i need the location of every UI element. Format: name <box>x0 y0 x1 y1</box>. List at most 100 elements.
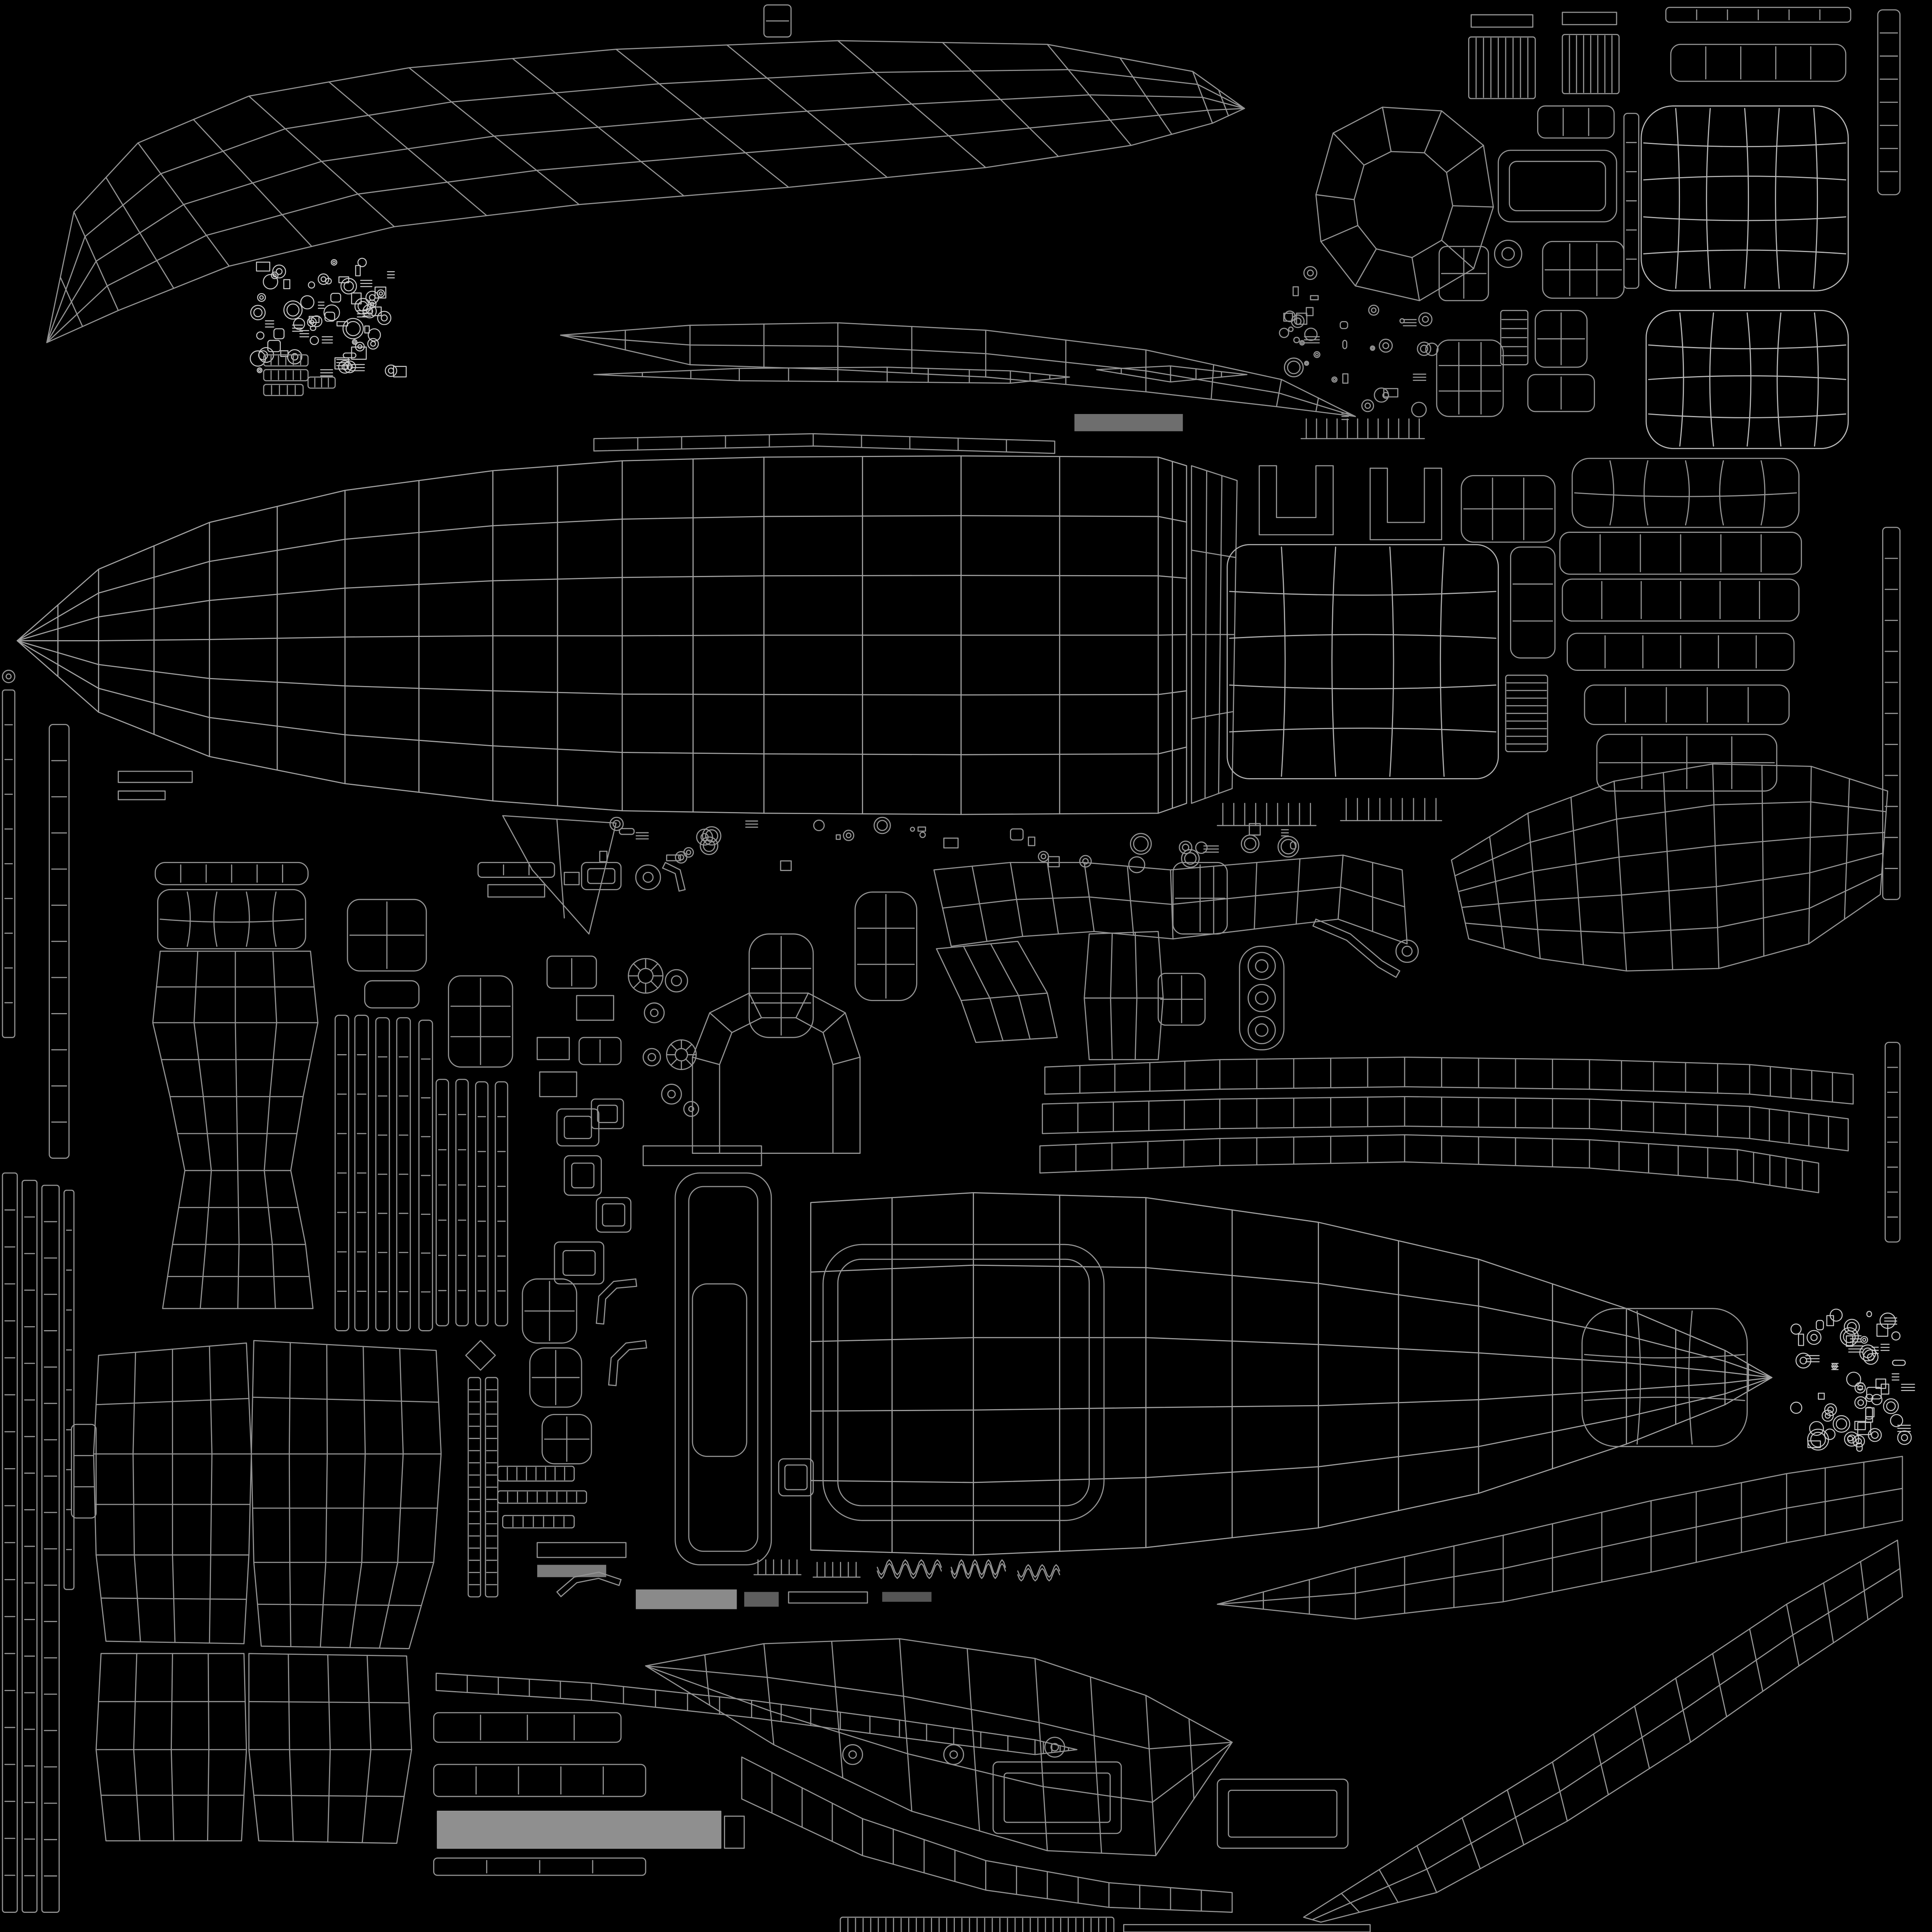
edge-strip-1 <box>2 689 16 1038</box>
fold-strip-2 <box>1561 34 1620 95</box>
comb-b1 <box>753 1559 802 1575</box>
gray-c2 <box>744 1592 779 1607</box>
mini-rib-1 <box>497 1465 575 1482</box>
mini-rib-2 <box>497 1490 587 1504</box>
ubracket-1 <box>1258 465 1334 536</box>
rings-plate <box>1239 946 1285 1051</box>
pad-364 <box>448 975 513 1068</box>
strip-b1-3 <box>375 1017 390 1331</box>
sm-436 <box>536 1037 570 1061</box>
dsq-5 <box>554 1241 605 1285</box>
lm-sm-2 <box>487 884 545 898</box>
ribbed-1218 <box>1500 310 1529 365</box>
hardware-cluster-tl <box>250 258 407 378</box>
strip-r4 <box>1584 684 1790 725</box>
blade-br-1 <box>1216 1456 1903 1620</box>
bl-sm <box>724 1816 745 1849</box>
gear-7 <box>683 1101 700 1117</box>
comb-b2 <box>812 1561 861 1578</box>
hook-tube <box>662 862 686 892</box>
bar-outline <box>536 1542 627 1558</box>
side-hull-2 <box>741 1756 1233 1913</box>
console-panel <box>1498 150 1617 223</box>
console-comb <box>1300 418 1425 440</box>
strip-r2 <box>1561 578 1800 622</box>
dsq-3 <box>564 1155 602 1196</box>
tiny-row <box>745 816 1299 873</box>
hose-2 <box>608 1340 647 1386</box>
porthole-2 <box>943 1744 964 1765</box>
deck-hull <box>16 455 1187 815</box>
mini-rib-3 <box>502 1515 575 1529</box>
pad-1168 <box>1438 246 1489 302</box>
panel-bl2-left <box>95 1653 247 1841</box>
strip-b2-2 <box>455 1078 469 1327</box>
bent-tube <box>1312 919 1400 978</box>
panel-bl2-right <box>248 1653 412 1844</box>
tank-top <box>157 889 306 950</box>
edge-strip-6 <box>63 1189 75 1590</box>
hardware-cluster-right <box>1790 1309 1915 1452</box>
gear-4 <box>666 1039 697 1070</box>
seat-back-grid <box>1640 105 1849 292</box>
hatch-octagon <box>1315 106 1494 302</box>
arch-part <box>692 992 861 1154</box>
line-bottom <box>1123 1924 1371 1932</box>
spray-rail-2 <box>1096 365 1248 383</box>
edge-strip-4 <box>22 1180 38 1913</box>
sm-444 <box>546 955 597 989</box>
ws-side-sm <box>778 1458 814 1496</box>
gear-5 <box>643 1048 661 1067</box>
transom <box>1191 465 1238 804</box>
small-pad-1 <box>1542 241 1625 299</box>
ring-b <box>1248 984 1276 1012</box>
edge-strip-5 <box>41 1185 60 1913</box>
vent-strip <box>154 862 309 885</box>
bl-bar-outline <box>437 1810 722 1849</box>
cockpit-inner <box>822 1244 1105 1521</box>
gray-bar-top <box>1074 414 1183 432</box>
fold-strip-1 <box>1468 36 1536 99</box>
tl-rib-4 <box>307 376 336 389</box>
gray-dash <box>882 1592 932 1602</box>
seatback-side-strip <box>1623 112 1640 289</box>
ring-a <box>1248 952 1276 980</box>
gunwale-3 <box>1039 1134 1820 1193</box>
tl-rib-3 <box>263 384 304 396</box>
gear-1 <box>628 958 664 994</box>
squig-1 <box>877 1559 942 1579</box>
lm-sm-3 <box>581 862 622 890</box>
bundle-top-sm <box>364 980 420 1009</box>
hose-3 <box>556 1571 622 1597</box>
tl-rib-1 <box>263 354 309 367</box>
ubracket-2 <box>1369 467 1442 540</box>
dsq-4 <box>595 1197 632 1233</box>
zip-2 <box>485 1377 499 1598</box>
zip-top <box>465 1340 496 1371</box>
tr-mini-grid <box>1537 105 1615 139</box>
porthole-1 <box>842 1744 863 1765</box>
strip-r3 <box>1567 633 1795 671</box>
tr-strip <box>1670 43 1847 82</box>
strip-r1 <box>1559 532 1802 575</box>
keyhole-pad <box>1581 1308 1748 1447</box>
seat-base-big <box>1226 544 1499 779</box>
bend-panel <box>936 940 1058 1043</box>
drop-sq <box>1157 973 1206 1026</box>
strip-b1-2 <box>354 1015 369 1331</box>
panel-bl-right <box>250 1340 442 1649</box>
sm-438 <box>539 1071 578 1097</box>
squig-3 <box>1017 1564 1061 1581</box>
thin-strip-mid <box>593 433 1055 454</box>
top-center-tab <box>763 4 792 38</box>
ribbon-drop <box>1084 931 1164 1061</box>
comb-1 <box>1216 802 1317 826</box>
pad-r5 <box>1596 733 1778 792</box>
bow-tail <box>502 815 617 935</box>
lm-sm-4 <box>564 871 580 885</box>
side-tab <box>71 1423 97 1519</box>
windshield-frame <box>674 1172 772 1565</box>
mid-part-b <box>1527 374 1595 412</box>
